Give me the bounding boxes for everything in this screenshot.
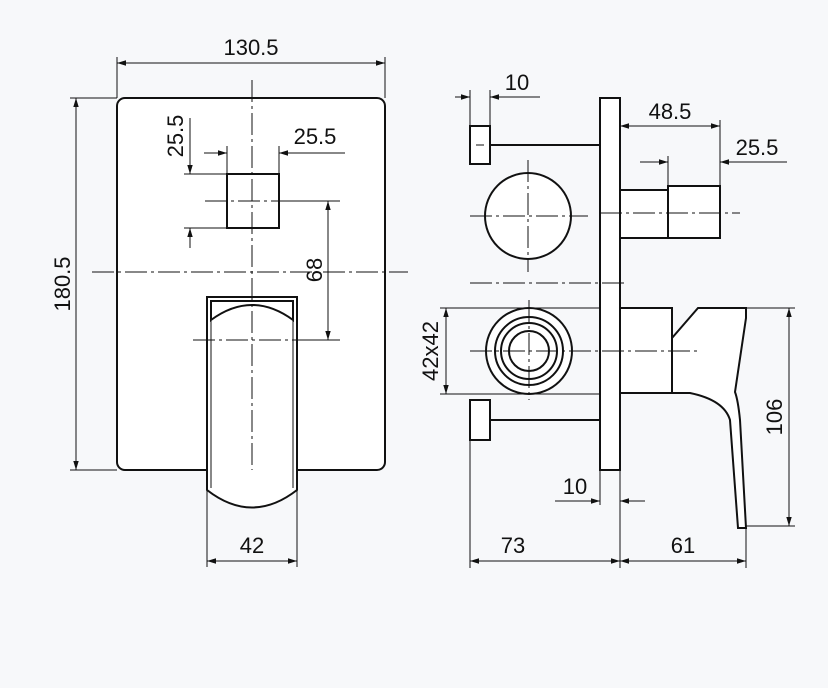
dim-center-distance: 68 — [302, 258, 327, 282]
dim-front-width: 130.5 — [223, 35, 278, 60]
dim-side-square: 42x42 — [418, 321, 443, 381]
dim-spout-length: 48.5 — [649, 99, 692, 124]
side-view: 10 48.5 25.5 42x42 106 10 73 61 — [418, 70, 795, 568]
dim-handle-height: 106 — [762, 399, 787, 436]
spout-knob — [667, 185, 721, 239]
body-housing — [490, 144, 600, 421]
front-view: 130.5 180.5 25.5 25.5 68 42 — [50, 35, 408, 567]
wall-plate — [599, 97, 621, 471]
dim-front-height: 180.5 — [50, 256, 75, 311]
dim-square-height: 25.5 — [163, 115, 188, 158]
dim-handle-depth: 61 — [671, 533, 695, 558]
side-lever-handle — [671, 307, 748, 529]
mount-tab-bottom — [469, 399, 491, 441]
spout-pipe — [619, 189, 669, 239]
dim-square-width: 25.5 — [294, 124, 337, 149]
dim-spout-diameter: 25.5 — [736, 135, 779, 160]
dim-lever-width: 42 — [240, 533, 264, 558]
lever-face — [210, 300, 294, 322]
dim-body-depth: 73 — [501, 533, 525, 558]
dim-wall-thickness: 10 — [563, 474, 587, 499]
dim-flange-thickness: 10 — [505, 70, 529, 95]
